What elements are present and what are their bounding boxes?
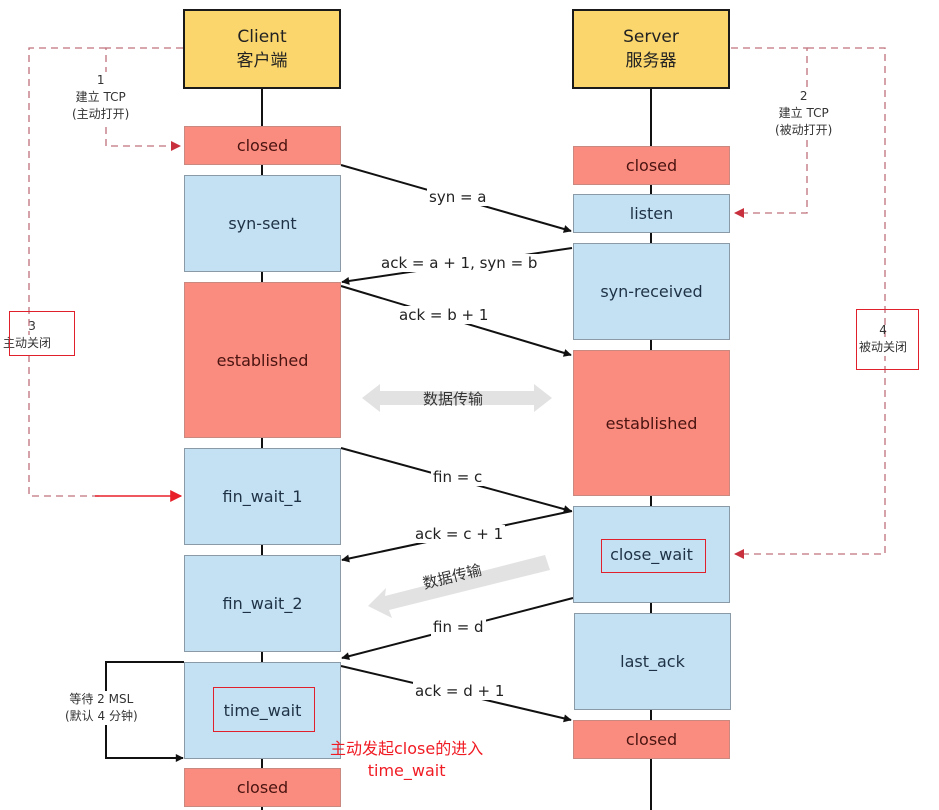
step1-note: 1 建立 TCP (主动打开) bbox=[72, 72, 130, 123]
close-wait-highlight-frame bbox=[601, 539, 706, 573]
step2-note: 2 建立 TCP (被动打开) bbox=[775, 88, 833, 139]
client-state-time-wait: time_wait bbox=[184, 662, 341, 759]
client-state-established: established bbox=[184, 282, 341, 438]
oneway-data-arrow bbox=[368, 555, 550, 618]
msg-fin-c-label: fin = c bbox=[431, 468, 485, 486]
msg-ack-b-label: ack = b + 1 bbox=[397, 306, 491, 324]
wait-2msl-note: 等待 2 MSL (默认 4 分钟) bbox=[65, 691, 138, 725]
time-wait-highlight-frame bbox=[213, 687, 315, 732]
step2-number: 2 bbox=[799, 89, 808, 103]
msg-ack-d-label: ack = d + 1 bbox=[413, 682, 507, 700]
msg-syn-label: syn = a bbox=[427, 188, 489, 206]
wait-text: 等待 2 MSL bbox=[69, 692, 134, 706]
data-transfer-label: 数据传输 bbox=[423, 390, 484, 408]
step1-text: 建立 TCP bbox=[75, 90, 126, 104]
step3-highlight-frame bbox=[9, 311, 75, 356]
step1-number: 1 bbox=[96, 73, 105, 87]
step4-number: 4 bbox=[879, 323, 887, 337]
step2-subtext: (被动打开) bbox=[775, 123, 833, 137]
step4-dashed-line bbox=[734, 47, 886, 559]
msg-ack-syn-label: ack = a + 1, syn = b bbox=[379, 254, 540, 272]
bidirectional-data-arrow bbox=[362, 384, 552, 412]
server-state-syn-received: syn-received bbox=[573, 243, 730, 340]
server-subtitle: 服务器 bbox=[625, 51, 677, 71]
server-actor-box: Server 服务器 bbox=[572, 9, 730, 89]
server-state-closed-final: closed bbox=[573, 720, 730, 759]
server-state-established: established bbox=[573, 350, 730, 496]
msg-fin-d-label: fin = d bbox=[431, 618, 486, 636]
client-state-fin-wait-2: fin_wait_2 bbox=[184, 555, 341, 652]
client-state-closed: closed bbox=[184, 126, 341, 165]
client-subtitle: 客户端 bbox=[236, 51, 288, 71]
server-state-closed: closed bbox=[573, 146, 730, 185]
server-title: Server bbox=[623, 27, 679, 47]
step4-note: 4 被动关闭 bbox=[859, 322, 908, 356]
annotation-line-1: 主动发起close的进入 bbox=[330, 739, 484, 758]
step4-highlight-frame bbox=[856, 309, 919, 370]
client-state-syn-sent: syn-sent bbox=[184, 175, 341, 272]
time-wait-annotation: 主动发起close的进入 time_wait bbox=[330, 738, 483, 782]
step4-text: 被动关闭 bbox=[859, 339, 908, 356]
server-state-listen: listen bbox=[573, 194, 730, 233]
step3-text: 主动关闭 bbox=[3, 335, 52, 352]
msg-ack-c-label: ack = c + 1 bbox=[413, 525, 506, 543]
client-actor-box: Client 客户端 bbox=[183, 9, 341, 89]
step3-number: 3 bbox=[28, 319, 36, 333]
step1-subtext: (主动打开) bbox=[72, 107, 130, 121]
server-state-close-wait: close_wait bbox=[573, 506, 730, 603]
annotation-line-2: time_wait bbox=[367, 761, 446, 780]
wait-subtext: (默认 4 分钟) bbox=[65, 709, 138, 723]
step3-note: 3 主动关闭 bbox=[3, 318, 52, 352]
step3-dashed-line bbox=[28, 47, 106, 497]
step2-text: 建立 TCP bbox=[778, 106, 829, 120]
client-title: Client bbox=[237, 27, 287, 47]
server-state-last-ack: last_ack bbox=[574, 613, 731, 710]
client-state-fin-wait-1: fin_wait_1 bbox=[184, 448, 341, 545]
client-state-closed-final: closed bbox=[184, 768, 341, 807]
